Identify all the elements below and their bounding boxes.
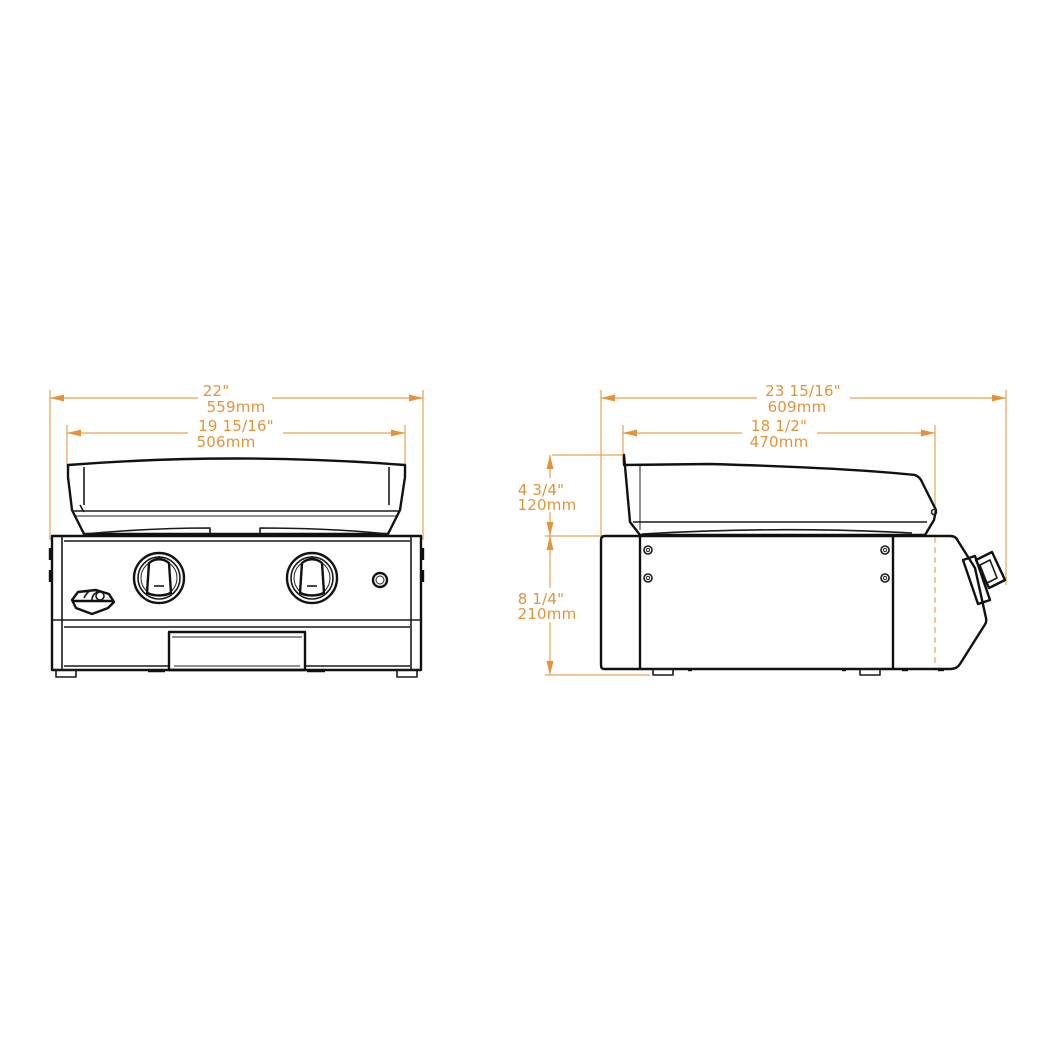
front-overall-imperial: 22"	[203, 382, 230, 400]
foot-left	[55, 669, 77, 678]
side-body-height-imperial: 8 1/4"	[518, 590, 565, 608]
screw-icons	[643, 545, 890, 583]
foot-right	[396, 669, 418, 678]
side-lid-metric: 470mm	[750, 433, 809, 451]
side-overall-metric: 609mm	[768, 398, 827, 416]
side-knob[interactable]	[961, 550, 1007, 606]
front-lid-metric: 506mm	[197, 433, 256, 451]
side-body	[599, 534, 1007, 676]
burner-knob-right[interactable]	[285, 551, 339, 605]
foot-side-right	[859, 668, 881, 676]
front-overall-metric: 559mm	[207, 398, 266, 416]
side-lid-height-imperial: 4 3/4"	[518, 481, 565, 499]
dim-side-overall-depth: 23 15/16" 609mm	[600, 382, 1007, 585]
igniter-button[interactable]	[371, 571, 389, 589]
side-overall-imperial: 23 15/16"	[765, 382, 841, 400]
drip-tray[interactable]	[167, 630, 307, 672]
front-lid-imperial: 19 15/16"	[198, 417, 274, 435]
brand-logo-icon	[70, 588, 116, 616]
side-view: 23 15/16" 609mm 18 1/2" 470mm	[518, 382, 1007, 676]
side-lid-height-metric: 120mm	[518, 496, 577, 514]
foot-side-left	[652, 668, 674, 676]
front-view: 22" 559mm 19 15/16" 506mm	[48, 382, 425, 678]
dim-front-overall-width: 22" 559mm	[49, 382, 424, 540]
side-lid-imperial: 18 1/2"	[751, 417, 807, 435]
burner-knob-left[interactable]	[132, 551, 186, 605]
front-body	[48, 534, 425, 678]
side-lid	[622, 453, 938, 537]
front-lid	[66, 457, 407, 536]
dim-side-heights: 4 3/4" 120mm 8 1/4" 210mm	[518, 454, 650, 676]
dim-front-lid-width: 19 15/16" 506mm	[66, 417, 406, 466]
dim-side-lid-depth: 18 1/2" 470mm	[622, 417, 936, 510]
side-body-height-metric: 210mm	[518, 605, 577, 623]
